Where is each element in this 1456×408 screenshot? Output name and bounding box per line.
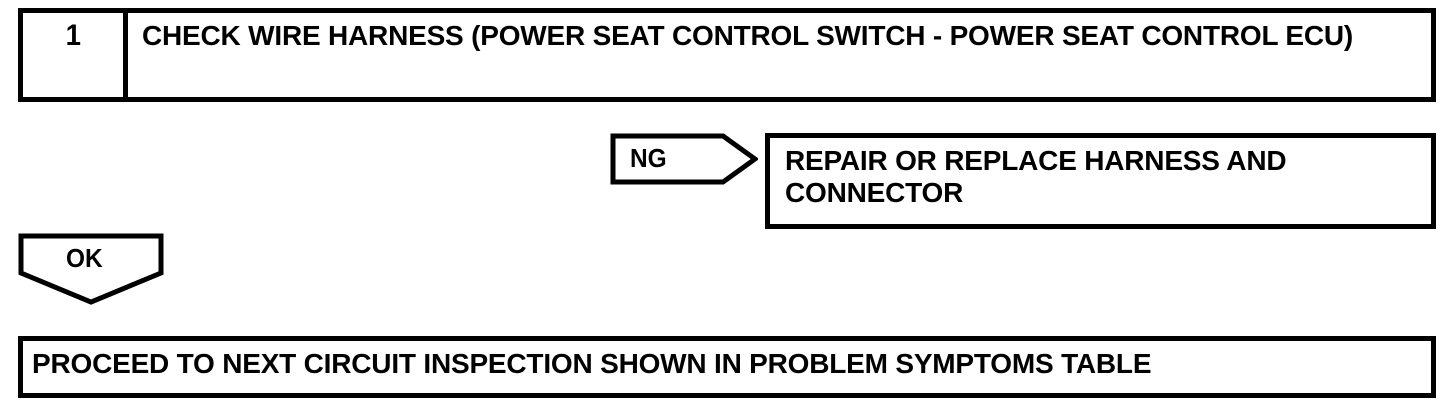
step-1-box: 1 CHECK WIRE HARNESS (POWER SEAT CONTROL… bbox=[18, 8, 1436, 102]
repair-replace-box: REPAIR OR REPLACE HARNESS AND CONNECTOR bbox=[765, 133, 1436, 229]
ok-branch-label: OK bbox=[66, 243, 103, 273]
proceed-next-inspection-box: PROCEED TO NEXT CIRCUIT INSPECTION SHOWN… bbox=[18, 336, 1436, 398]
repair-replace-text: REPAIR OR REPLACE HARNESS AND CONNECTOR bbox=[785, 145, 1287, 208]
ok-pentagon-arrow-icon bbox=[18, 233, 164, 305]
step-number-cell: 1 bbox=[23, 13, 128, 97]
ng-branch-label: NG bbox=[630, 143, 667, 173]
step-number: 1 bbox=[65, 19, 81, 52]
proceed-next-inspection-text: PROCEED TO NEXT CIRCUIT INSPECTION SHOWN… bbox=[32, 348, 1152, 379]
step-instruction-text: CHECK WIRE HARNESS (POWER SEAT CONTROL S… bbox=[142, 20, 1354, 51]
ng-chevron-arrow-icon bbox=[610, 133, 758, 185]
step-instruction-cell: CHECK WIRE HARNESS (POWER SEAT CONTROL S… bbox=[128, 13, 1431, 97]
